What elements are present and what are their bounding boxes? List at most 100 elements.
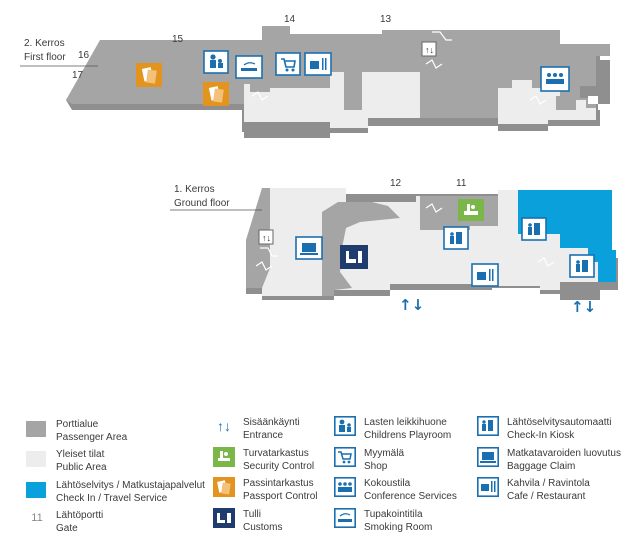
upper-public-area-right <box>498 80 596 124</box>
upper-public-area-left <box>244 84 330 122</box>
entrance-arrows-icon: ↑↓ <box>399 296 424 314</box>
customs-icon <box>340 245 368 269</box>
security-icon <box>213 447 235 469</box>
entrance-arrows-icon: ↑↓ <box>217 418 231 434</box>
legend-label-fi: Porttialue <box>56 419 99 430</box>
gate-label: 12 <box>390 178 402 189</box>
legend-label-en: Check-In Kiosk <box>507 430 575 441</box>
legend-label-fi: Matkatavaroiden luovutus <box>507 448 621 459</box>
passenger-area-swatch <box>26 421 46 437</box>
kiosk-icon <box>477 416 499 438</box>
legend-label-fi: Kahvila / Ravintola <box>507 478 590 489</box>
lower-floor-plan <box>170 188 618 300</box>
gate-label: 15 <box>172 34 184 45</box>
baggage-icon <box>477 447 499 469</box>
playroom-icon <box>334 416 356 438</box>
legend-label-en: Passport Control <box>243 491 318 502</box>
legend-label-fi: Lasten leikkihuone <box>364 417 447 428</box>
passport-icon <box>136 63 162 87</box>
check-in-swatch <box>26 482 46 498</box>
public-area-swatch <box>26 451 46 467</box>
smoking-icon <box>235 55 263 79</box>
legend-label-en: Conference Services <box>364 491 457 502</box>
legend-label-fi: Passintarkastus <box>243 478 314 489</box>
upper-floor-label-en: First floor <box>24 52 66 63</box>
legend-label-fi: Tupakointitila <box>364 509 423 520</box>
legend-label-en: Security Control <box>243 461 315 472</box>
shop-icon <box>275 52 301 76</box>
legend-label-fi: Yleiset tilat <box>56 449 105 460</box>
passport-icon <box>213 477 235 499</box>
cafe-icon <box>477 477 499 499</box>
elevator-icon: ↑↓ <box>258 229 274 245</box>
legend-label-fi: Lähtöportti <box>56 510 104 521</box>
lower-passenger-area <box>246 188 270 288</box>
security-icon <box>458 199 484 221</box>
customs-icon <box>213 508 235 530</box>
legend-label-en: Customs <box>243 522 283 533</box>
upper-floor-label-fi: 2. Kerros <box>24 38 65 49</box>
legend-label-en: Cafe / Restaurant <box>507 491 586 502</box>
legend-label-fi: Myymälä <box>364 448 405 459</box>
smoking-icon <box>334 508 356 530</box>
playroom-icon <box>203 50 229 74</box>
legend-label-en: Smoking Room <box>364 522 433 533</box>
lower-floor-label-fi: 1. Kerros <box>174 184 215 195</box>
legend-label-en: Entrance <box>243 430 284 441</box>
conference-icon <box>334 477 356 499</box>
gate-label: 13 <box>380 14 392 25</box>
legend-label-fi: Turvatarkastus <box>243 448 309 459</box>
legend-label-en: Baggage Claim <box>507 461 576 472</box>
gate-label: 16 <box>78 50 90 61</box>
gate-label: 14 <box>284 14 296 25</box>
cafe-icon <box>304 52 332 76</box>
legend-label-fi: Lähtöselvitys / Matkustajapalvelut <box>56 480 205 491</box>
kiosk-icon <box>443 226 469 250</box>
conference-icon <box>540 66 570 92</box>
escalator-icon <box>251 31 547 105</box>
kiosk-icon <box>521 217 547 241</box>
passport-icon <box>203 82 229 106</box>
baggage-icon <box>295 236 323 260</box>
legend-label-fi: Kokoustila <box>364 478 411 489</box>
svg-text:↑↓: ↑↓ <box>262 233 271 243</box>
legend-label-en: Public Area <box>56 462 107 473</box>
kiosk-icon <box>569 254 595 278</box>
legend-label-fi: Tulli <box>243 509 261 520</box>
gate-number-sample: 11 <box>31 512 43 524</box>
cafe-icon <box>471 263 499 287</box>
legend-label-en: Passenger Area <box>56 432 128 443</box>
shop-icon <box>334 447 356 469</box>
elevator-icon: ↑↓ <box>421 41 437 57</box>
lower-floor-label-en: Ground floor <box>174 198 230 209</box>
legend-label-en: Gate <box>56 523 78 534</box>
lower-passenger-area <box>322 202 400 296</box>
legend-label-fi: Sisäänkäynti <box>243 417 300 428</box>
legend-label-en: Shop <box>364 461 388 472</box>
legend-label-en: Check In / Travel Service <box>56 493 168 504</box>
gate-label: 17 <box>72 70 84 81</box>
legend-label-fi: Lähtöselvitysautomaatti <box>507 417 612 428</box>
gate-label: 11 <box>456 178 467 189</box>
escalator-icon <box>255 203 555 271</box>
upper-public-area-mid <box>330 72 420 128</box>
legend-label-en: Childrens Playroom <box>364 430 452 441</box>
upper-floor-plan <box>20 26 610 138</box>
svg-text:↑↓: ↑↓ <box>425 45 434 55</box>
